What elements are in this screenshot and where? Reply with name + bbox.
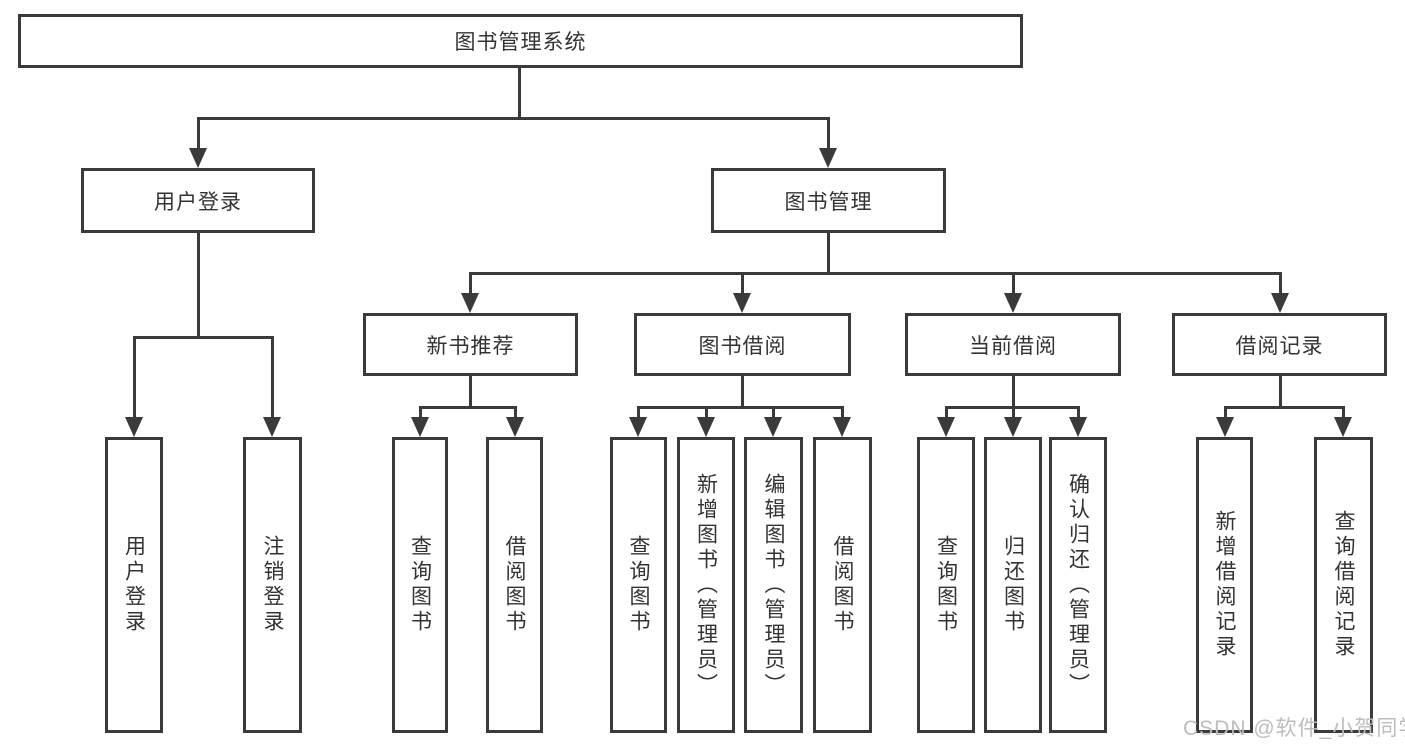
leaf-nb-borrow-books: 借阅图书 — [486, 437, 543, 733]
connector-drop-br-add — [1224, 406, 1227, 420]
leaf-bb-query-books-label: 查询图书 — [627, 535, 651, 635]
connector-drop-nb-borrow — [514, 406, 517, 420]
leaf-cb-confirm-return-label: 确认归还（管理员） — [1066, 472, 1090, 698]
connector-drop-book-mgmt — [827, 117, 830, 151]
connector-drop-leaf-user-login — [133, 336, 136, 420]
node-book-borrow-label: 图书借阅 — [698, 334, 787, 358]
arrowhead-nb-query — [411, 417, 429, 437]
leaf-br-add-record: 新增借阅记录 — [1196, 437, 1253, 733]
connector-drop-book-borrow — [741, 272, 744, 298]
connector-user-login-stem — [197, 233, 200, 338]
arrowhead-cb-return — [1004, 417, 1022, 437]
connector-drop-cb-confirm — [1077, 406, 1080, 420]
connector-drop-current-borrow — [1012, 272, 1015, 298]
connector-drop-br-query — [1342, 406, 1345, 420]
arrowhead-br-add — [1216, 417, 1234, 437]
connector-root-stem — [518, 68, 521, 119]
node-new-book-rec-label: 新书推荐 — [426, 334, 515, 358]
leaf-br-query-record: 查询借阅记录 — [1314, 437, 1373, 733]
leaf-user-login: 用户登录 — [105, 437, 163, 733]
connector-drop-new-book-rec — [469, 272, 472, 298]
leaf-bb-add-books-label: 新增图书（管理员） — [694, 472, 718, 698]
connector-book-borrow-stem — [741, 376, 744, 408]
leaf-bb-add-books: 新增图书（管理员） — [677, 437, 735, 733]
leaf-br-query-record-label: 查询借阅记录 — [1332, 510, 1356, 660]
node-current-borrow-label: 当前借阅 — [969, 334, 1057, 358]
arrowhead-bb-edit — [764, 417, 782, 437]
leaf-bb-edit-books: 编辑图书（管理员） — [744, 437, 803, 733]
connector-book-mgmt-stem — [827, 233, 830, 274]
connector-book-mgmt-tee — [469, 272, 1281, 275]
arrowhead-current-borrow — [1004, 293, 1022, 313]
arrowhead-br-query — [1334, 417, 1352, 437]
node-root-label: 图书管理系统 — [454, 31, 587, 54]
leaf-cb-query-books: 查询图书 — [917, 437, 975, 733]
connector-drop-user-login — [197, 117, 200, 151]
leaf-bb-borrow-books-label: 借阅图书 — [831, 535, 855, 635]
connector-current-borrow-stem — [1012, 376, 1015, 408]
arrowhead-user-login — [189, 148, 207, 168]
connector-drop-cb-return — [1012, 406, 1015, 420]
arrowhead-leaf-user-login — [125, 417, 143, 437]
leaf-cb-return-books-label: 归还图书 — [1001, 535, 1025, 635]
connector-book-borrow-tee — [637, 406, 843, 409]
node-book-borrow: 图书借阅 — [634, 313, 851, 376]
connector-drop-bb-query — [637, 406, 640, 420]
connector-drop-bb-borrow — [841, 406, 844, 420]
arrowhead-book-mgmt — [819, 148, 837, 168]
leaf-br-add-record-label: 新增借阅记录 — [1213, 510, 1237, 660]
connector-user-login-tee — [133, 336, 274, 339]
node-root: 图书管理系统 — [18, 14, 1023, 68]
node-user-login: 用户登录 — [81, 168, 315, 233]
arrowhead-leaf-logout — [263, 417, 281, 437]
connector-drop-bb-add — [705, 406, 708, 420]
connector-drop-bb-edit — [772, 406, 775, 420]
leaf-bb-edit-books-label: 编辑图书（管理员） — [762, 472, 786, 698]
leaf-nb-query-books: 查询图书 — [392, 437, 448, 733]
connector-drop-borrow-record — [1279, 272, 1282, 298]
leaf-nb-borrow-books-label: 借阅图书 — [503, 535, 527, 635]
connector-drop-leaf-logout — [271, 336, 274, 420]
node-book-mgmt-label: 图书管理 — [784, 190, 873, 214]
arrowhead-borrow-record — [1271, 293, 1289, 313]
arrowhead-bb-borrow — [833, 417, 851, 437]
connector-new-book-rec-stem — [469, 376, 472, 408]
leaf-logout-label: 注销登录 — [261, 535, 285, 635]
leaf-cb-return-books: 归还图书 — [984, 437, 1042, 733]
arrowhead-cb-confirm — [1069, 417, 1087, 437]
leaf-user-login-label: 用户登录 — [122, 535, 146, 635]
connector-borrow-record-stem — [1279, 376, 1282, 408]
leaf-cb-confirm-return: 确认归还（管理员） — [1049, 437, 1107, 733]
leaf-cb-query-books-label: 查询图书 — [934, 535, 958, 635]
leaf-nb-query-books-label: 查询图书 — [408, 535, 432, 635]
node-book-mgmt: 图书管理 — [711, 168, 946, 233]
leaf-bb-borrow-books: 借阅图书 — [813, 437, 872, 733]
arrowhead-cb-query — [937, 417, 955, 437]
node-current-borrow: 当前借阅 — [905, 313, 1121, 376]
leaf-bb-query-books: 查询图书 — [610, 437, 667, 733]
arrowhead-book-borrow — [733, 293, 751, 313]
connector-drop-nb-query — [419, 406, 422, 420]
node-user-login-label: 用户登录 — [154, 190, 242, 214]
node-new-book-rec: 新书推荐 — [363, 313, 578, 376]
arrowhead-bb-add — [697, 417, 715, 437]
node-borrow-record-label: 借阅记录 — [1235, 334, 1324, 358]
leaf-logout: 注销登录 — [243, 437, 302, 733]
connector-root-tee — [197, 117, 830, 120]
node-borrow-record: 借阅记录 — [1172, 313, 1387, 376]
connector-borrow-record-tee — [1224, 406, 1344, 409]
arrowhead-bb-query — [629, 417, 647, 437]
connector-new-book-rec-tee — [419, 406, 517, 409]
arrowhead-new-book-rec — [461, 293, 479, 313]
csdn-watermark: CSDN @软件_小贺同学 — [1183, 717, 1405, 740]
connector-drop-cb-query — [945, 406, 948, 420]
arrowhead-nb-borrow — [506, 417, 524, 437]
